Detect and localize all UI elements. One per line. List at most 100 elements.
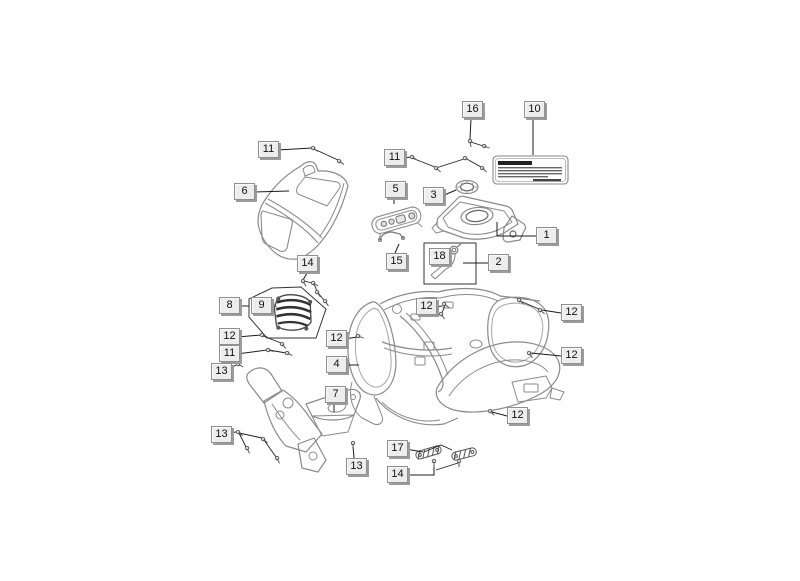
part-6-front-cover [257,161,349,260]
callout-number: 11 [262,143,275,155]
fastener-screw [456,458,462,467]
callout-number: 12 [223,330,236,342]
part-18-grommet [449,243,462,255]
leader-line [441,304,446,314]
callout-number: 5 [392,183,399,195]
leader-line [435,158,465,169]
callout-13-25[interactable]: 13 [346,458,367,475]
leader-line [252,190,290,193]
fastener-screw [479,165,487,173]
leader-line [302,272,308,281]
leader-line [238,432,263,439]
callout-11-15[interactable]: 11 [219,345,240,362]
callout-12-20[interactable]: 12 [561,304,582,321]
callout-number: 14 [391,468,404,480]
part-3-fuel-cap-ring [455,179,479,195]
callout-number: 2 [495,256,502,268]
leader-line [236,334,262,338]
callout-6-1[interactable]: 6 [234,183,255,200]
callout-number: 18 [433,250,446,262]
fastener-screw [433,165,441,173]
leader-line [394,243,400,254]
fastener-screw [516,297,524,305]
callout-7-23[interactable]: 7 [325,386,346,403]
callout-17-26[interactable]: 17 [387,440,408,457]
callout-number: 14 [301,257,314,269]
callout-number: 12 [420,300,433,312]
leader-line [268,349,287,354]
callout-16-2[interactable]: 16 [462,101,483,118]
callout-8-12[interactable]: 8 [219,297,240,314]
fastener-screw [409,154,418,161]
fastener-screw [431,458,437,467]
callout-number: 9 [258,299,265,311]
fastener-screw [462,155,471,162]
callout-15-8[interactable]: 15 [386,253,407,270]
callout-4-18[interactable]: 4 [326,356,347,373]
leader-line [276,147,313,151]
leader-line [263,439,277,458]
callout-number: 16 [466,103,479,115]
callout-12-19[interactable]: 12 [416,298,437,315]
leader-line [406,464,435,476]
leader-line [530,352,562,357]
callout-number: 13 [215,365,228,377]
callout-number: 13 [215,428,228,440]
fastener-screw [284,350,293,356]
callout-18-9[interactable]: 18 [429,248,450,265]
fastener-screw [265,347,274,353]
fastener-screw [526,350,533,359]
fastener-screw [244,445,250,454]
leader-line [491,411,508,417]
fastener-screw [300,278,307,287]
fastener-screw [487,408,495,416]
callout-12-22[interactable]: 12 [507,407,528,424]
leader-line [519,300,540,310]
callout-11-0[interactable]: 11 [258,141,279,158]
callout-number: 7 [332,388,339,400]
callout-10-3[interactable]: 10 [524,101,545,118]
callout-11-4[interactable]: 11 [384,149,405,166]
callout-number: 11 [223,347,236,359]
group-8-9-outline [248,286,327,339]
fastener-screw [279,341,287,349]
callout-number: 12 [330,332,343,344]
fastener-screw [322,298,329,307]
callout-2-10[interactable]: 2 [488,254,509,271]
fastener-screw [350,440,356,449]
fastener-screw [355,333,364,339]
callout-12-14[interactable]: 12 [219,328,240,345]
leader-line [313,148,339,161]
leader-line [405,448,424,453]
decal-10-warning-label [492,155,569,185]
callout-14-11[interactable]: 14 [297,255,318,272]
leader-line [313,283,318,292]
callout-number: 17 [391,442,404,454]
callout-1-7[interactable]: 1 [536,227,557,244]
callout-9-13[interactable]: 9 [251,297,272,314]
part-9-headlight-grille [273,294,313,331]
fastener-screw [310,145,319,152]
callout-number: 8 [226,299,233,311]
fastener-screw [441,301,450,308]
fastener-screw [235,361,244,368]
callout-12-17[interactable]: 12 [326,330,347,347]
callout-5-5[interactable]: 5 [385,181,406,198]
callout-13-16[interactable]: 13 [211,363,232,380]
callout-12-21[interactable]: 12 [561,347,582,364]
callout-13-24[interactable]: 13 [211,426,232,443]
callout-number: 4 [333,358,340,370]
part-5-handlebar-pod [371,206,423,240]
fastener-screw [438,311,445,320]
callout-3-6[interactable]: 3 [423,187,444,204]
part-15-retainer-wire [378,231,406,243]
leader-line [238,432,247,448]
callout-number: 6 [241,185,248,197]
callout-number: 12 [565,306,578,318]
leader-line [236,349,268,355]
leader-line [435,462,459,471]
callout-14-27[interactable]: 14 [387,466,408,483]
leader-line [496,222,536,237]
